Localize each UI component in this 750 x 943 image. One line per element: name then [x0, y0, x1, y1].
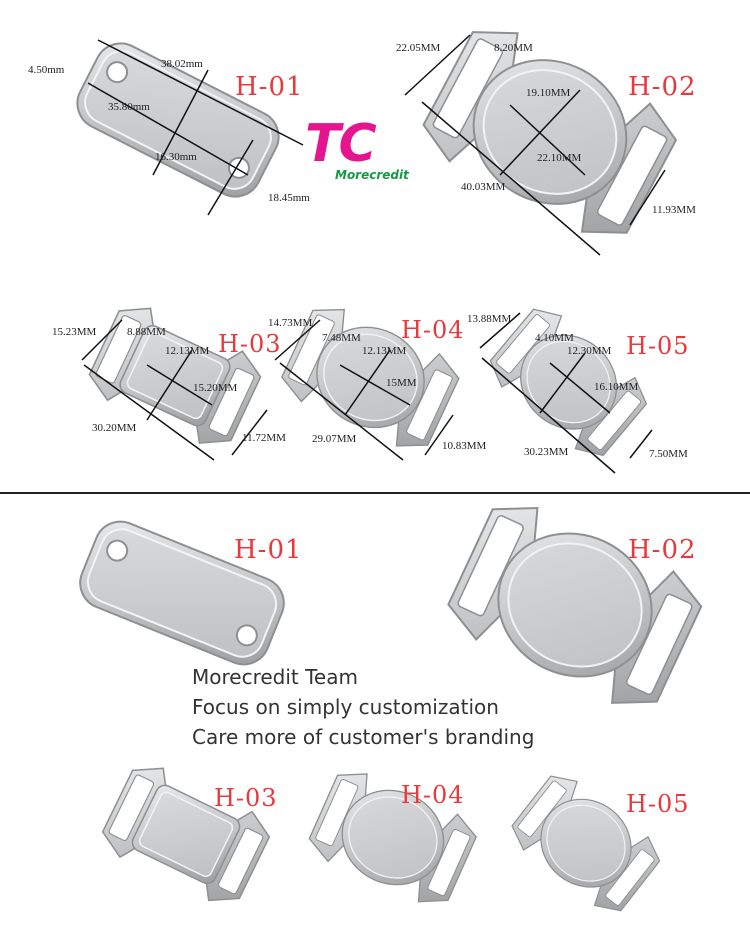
- brand-logo: TC Morecredit: [305, 114, 425, 193]
- slogan-team: Morecredit Team: [192, 665, 358, 689]
- h01-model-label: H-01: [235, 72, 304, 102]
- h03-dim-end-width: 11.72MM: [242, 432, 286, 444]
- h01-overall-length: 38.02mm: [161, 58, 203, 70]
- h04-model-label: H-04: [401, 316, 465, 344]
- logo-wordmark: Morecredit: [335, 168, 409, 182]
- h03-dimension-drawing: [81, 296, 268, 461]
- h03-dim-face-height: 15.20MM: [193, 382, 238, 394]
- logo-mark: TC: [305, 114, 377, 174]
- h04-dim-length: 29.07MM: [312, 433, 357, 445]
- h05-dim-length: 30.23MM: [524, 446, 569, 458]
- h02-dim-slot: 8.20MM: [494, 42, 533, 54]
- h03-model-label: H-03: [218, 330, 282, 358]
- h02-bottom-label: H-02: [628, 535, 697, 565]
- h02-dim-face-width: 19.10MM: [526, 87, 571, 99]
- h02-dim-face-height: 22.10MM: [537, 152, 582, 164]
- slogan-focus: Focus on simply customization: [192, 695, 499, 719]
- h01-hole-diameter: 4.50mm: [28, 64, 65, 76]
- h04-dim-height: 14.73MM: [268, 317, 313, 329]
- h05-dim-face-height: 16.10MM: [594, 381, 639, 393]
- h04-bottom-label: H-04: [401, 781, 465, 809]
- h02-dim-length: 40.03MM: [461, 181, 506, 193]
- h05-bottom-label: H-05: [626, 790, 690, 818]
- h05-dim-height: 13.88MM: [467, 313, 512, 325]
- slogan-care: Care more of customer's branding: [192, 725, 535, 749]
- h04-dim-face-height: 15MM: [386, 377, 417, 389]
- h04-dim-slot: 7.48MM: [322, 332, 361, 344]
- h02-dim-height: 22.05MM: [396, 42, 441, 54]
- h04-dimension-drawing: [274, 297, 466, 461]
- h01-bottom-label: H-01: [234, 535, 303, 565]
- h02-dim-end-width: 11.93MM: [652, 204, 696, 216]
- h02-model-label: H-02: [628, 72, 697, 102]
- h05-dim-slot: 4.10MM: [535, 332, 574, 344]
- h03-dim-face-width: 12.13MM: [165, 345, 210, 357]
- h05-dim-end-width: 7.50MM: [649, 448, 688, 460]
- h02-dimension-drawing: [404, 13, 687, 256]
- h04-dim-face-width: 12.13MM: [362, 345, 407, 357]
- h03-bottom-label: H-03: [214, 784, 278, 812]
- h01-overall-width: 18.45mm: [268, 192, 310, 204]
- h01-dimension-drawing: [67, 33, 304, 216]
- h03-dim-height: 15.23MM: [52, 326, 97, 338]
- h05-dim-face-width: 12.30MM: [567, 345, 612, 357]
- h03-dim-length: 30.20MM: [92, 422, 137, 434]
- h01-product-photo: [71, 512, 293, 674]
- h01-inner-length: 35.80mm: [108, 101, 150, 113]
- h03-dim-slot: 8.88MM: [127, 326, 166, 338]
- h05-dimension-drawing: [479, 298, 656, 474]
- section-divider: [0, 492, 750, 494]
- h05-model-label: H-05: [626, 332, 690, 360]
- h01-inner-width: 16.30mm: [155, 151, 197, 163]
- h04-dim-end-width: 10.83MM: [442, 440, 487, 452]
